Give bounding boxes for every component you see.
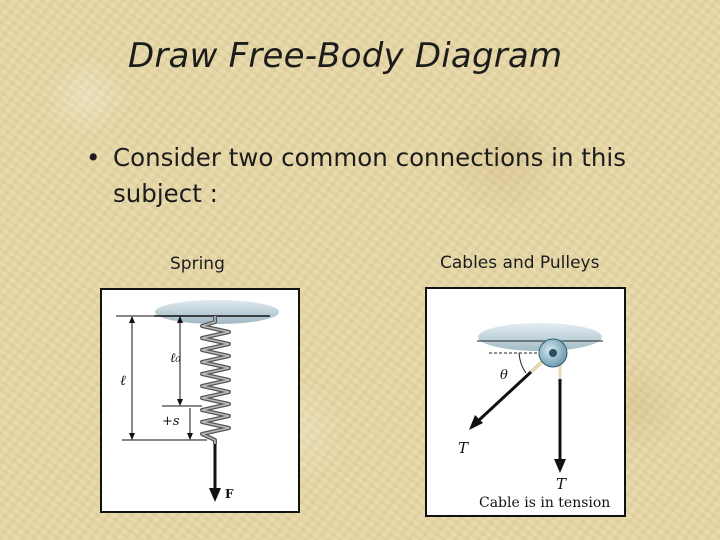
pulley-figure: θ T T Cable is in tension <box>425 287 626 517</box>
spring-caption: Spring <box>170 254 225 274</box>
cable-tension-caption: Cable is in tension <box>479 495 610 511</box>
pulley-axle <box>549 349 557 357</box>
tension-down-arrow-head <box>554 459 566 473</box>
total-length-arrow-down <box>129 433 135 440</box>
stretch-label: +s <box>162 414 180 429</box>
spring-coil-highlight <box>201 316 230 444</box>
spring-diagram: ℓ ℓ₀ +s F <box>116 300 279 502</box>
tension-down-label: T <box>556 475 567 493</box>
unstretched-length-arrow-up <box>177 316 183 323</box>
bullet-item: • Consider two common connections in thi… <box>86 140 686 212</box>
ceiling-support <box>155 300 279 324</box>
unstretched-length-label: ℓ₀ <box>170 351 181 366</box>
ceiling-support <box>478 323 602 351</box>
bullet-marker: • <box>86 143 101 172</box>
slide-title: Draw Free-Body Diagram <box>128 36 563 76</box>
angle-arc <box>518 352 527 374</box>
force-arrow-head <box>209 488 221 502</box>
unstretched-length-arrow-down <box>177 399 183 406</box>
pulley-diagram: θ T T Cable is in tension <box>458 323 610 511</box>
stretch-arrow-down <box>187 433 193 440</box>
spring-figure: ℓ ℓ₀ +s F <box>100 288 300 513</box>
total-length-label: ℓ <box>120 373 126 389</box>
angle-label: θ <box>500 368 508 383</box>
bullet-text: Consider two common connections in this … <box>113 143 626 208</box>
tension-left-arrow-head <box>469 415 483 430</box>
total-length-arrow-up <box>129 316 135 323</box>
tension-left-label: T <box>458 439 469 457</box>
force-label: F <box>225 487 234 501</box>
cables-pulleys-caption: Cables and Pulleys <box>440 253 600 273</box>
